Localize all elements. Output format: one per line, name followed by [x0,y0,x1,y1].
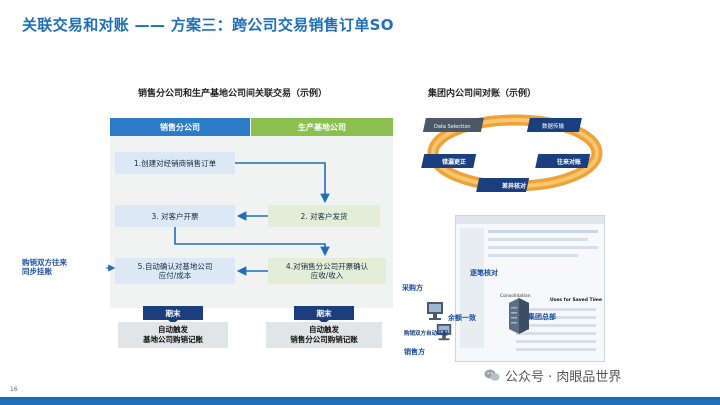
page-title: 关联交易和对账 —— 方案三：跨公司交易销售订单SO [22,16,394,34]
buyer-computer-icon [427,302,443,320]
page-number: 16 [10,386,18,393]
step-4-line1: 4.对销售分公司开票确认 [285,262,369,271]
production-base-header: 生产基地公司 [251,118,393,136]
step-3-box: 3. 对客户开票 [115,205,235,227]
right-section-title: 集团内公司间对账（示例） [428,89,537,99]
system-screenshot: Consolidation Uses for Saved Time [455,215,605,362]
auto-trigger-left: 自动触发 基地公司购销记账 [118,322,228,348]
step-4-box: 4.对销售分公司开票确认 应收/收入 [268,258,386,284]
sales-branch-header: 销售分公司 [110,118,250,136]
wechat-icon [484,369,500,381]
step-2-text: 2. 对客户发货 [300,211,348,221]
arrow-step3-to-step4 [174,227,330,257]
line-check-label: 逐笔核对 [470,269,498,277]
auto-trigger-right-line2: 销售分公司购销记账 [290,335,358,344]
auto-trigger-left-line1: 自动触发 [158,325,188,335]
step-3-text: 3. 对客户开票 [151,211,199,221]
group-hq-label: 集团总部 [528,313,556,321]
step-5-box: 5.自动确认对基地公司 应付/成本 [115,258,235,284]
step-1-text: 1.创建对经销商销售订单 [133,158,217,168]
sync-posting-note-line1: 购销双方往来 [22,258,67,267]
auto-trigger-left-line2: 基地公司购销记账 [143,335,203,344]
sync-posting-note-line2: 同步挂账 [22,267,52,277]
period-end-left: 期末 [143,306,203,320]
cycle-right: 往来对账 [557,158,581,166]
watermark-text: 公众号 · 肉眼品世界 [505,370,622,385]
auto-trigger-right: 自动触发 销售分公司购销记账 [266,322,382,348]
reconciliation-cycle: Data Selection 数据传输 错漏更正 往来对账 差异核对 [421,114,603,192]
step-5-line1: 5.自动确认对基地公司 [137,262,213,271]
seller-computer-icon [436,324,452,341]
auto-trigger-right-line1: 自动触发 [309,325,339,335]
balance-label: 余额一致 [448,314,476,322]
step-2-box: 2. 对客户发货 [268,205,380,227]
cycle-bottom: 差异核对 [502,182,526,190]
step-4-line2: 应收/收入 [310,271,344,280]
screenshot-titlebar [456,216,604,224]
bottom-bar [0,397,720,405]
screenshot-sidebar [460,228,484,348]
left-section-title: 销售分公司和生产基地公司间关联交易（示例） [138,89,328,99]
sync-posting-note: 购销双方往来 同步挂账 [22,258,67,277]
screen-uses-saved-time: Uses for Saved Time [550,298,602,303]
period-end-right: 期末 [294,306,354,320]
screen-consolidation: Consolidation [500,294,531,299]
auto-match-label: 购销双方自动匹配 [404,331,449,337]
cycle-top-right: 数据传输 [542,122,565,130]
server-icon [509,298,529,334]
cycle-left: 错漏更正 [442,158,466,166]
seller-label: 销售方 [404,348,425,356]
arrow-step1-to-step2 [235,162,330,204]
cycle-data-selection: Data Selection [434,124,471,130]
step-1-box: 1.创建对经销商销售订单 [115,152,235,174]
step-5-line2: 应付/成本 [158,271,192,280]
buyer-label: 采购方 [402,284,423,292]
